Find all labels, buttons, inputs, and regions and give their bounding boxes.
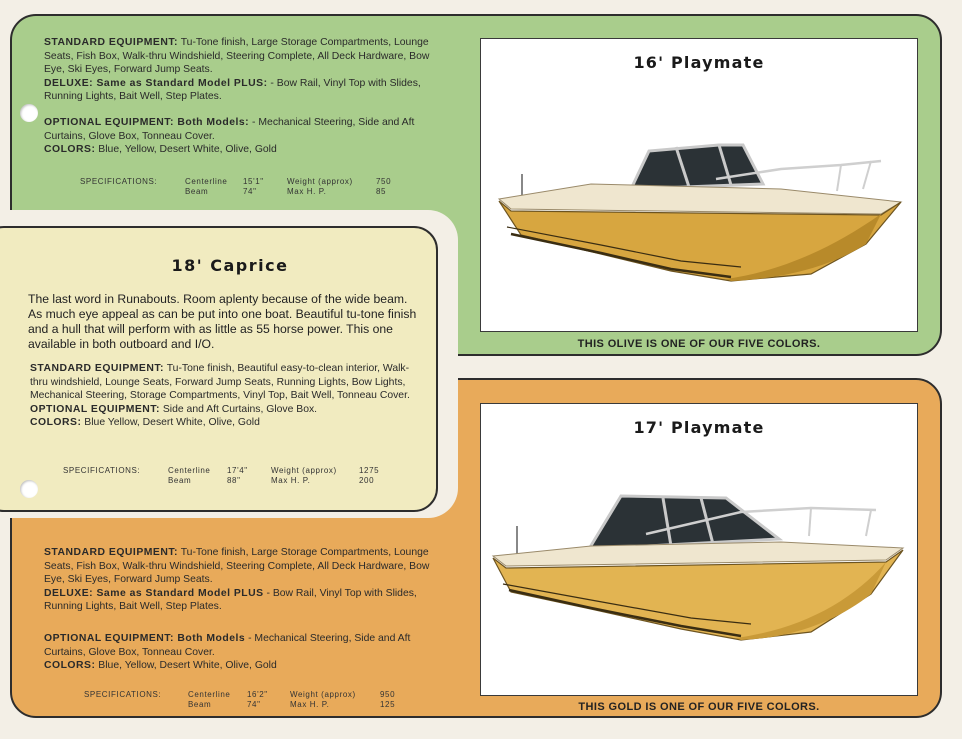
optional-label: OPTIONAL EQUIPMENT: Both Models: xyxy=(44,117,250,128)
deluxe-label: DELUXE: Same as Standard Model PLUS xyxy=(44,587,264,599)
spec-value: 74" xyxy=(243,187,257,196)
colors-label: COLORS: xyxy=(30,417,82,429)
standard-label: STANDARD EQUIPMENT: xyxy=(44,37,178,48)
playmate17-photo: 17' Playmate xyxy=(480,403,918,696)
caprice-title: 18' Caprice xyxy=(171,256,289,275)
spec-name: Centerline xyxy=(188,690,231,699)
model-title: 17' Playmate xyxy=(633,418,765,437)
optional-label: OPTIONAL EQUIPMENT: xyxy=(30,403,160,415)
standard-text: Tu-Tone finish, Large Storage Compartmen… xyxy=(44,37,430,76)
spec-value: 16'2" xyxy=(247,690,268,699)
spec-value: 1275 xyxy=(359,466,380,475)
olive-caption: THIS OLIVE IS ONE OF OUR FIVE COLORS. xyxy=(577,338,821,350)
spec-value: 200 xyxy=(359,476,375,485)
colors-label: COLORS: xyxy=(44,660,96,672)
spec-value: 85 xyxy=(376,187,387,196)
specs-label: SPECIFICATIONS: xyxy=(80,177,158,186)
spec-name: Max H. P. xyxy=(287,187,327,196)
spec-value: 750 xyxy=(376,177,392,186)
spec-value: 74" xyxy=(247,700,261,709)
spec-name: Beam xyxy=(168,476,192,485)
caprice-specs: SPECIFICATIONS: Centerline Beam 17'4" 88… xyxy=(63,466,413,488)
deluxe-text: - Bow Rail, Vinyl Top with Slides, Runni… xyxy=(44,77,421,103)
specs-label: SPECIFICATIONS: xyxy=(84,690,162,699)
playmate17-optional: OPTIONAL EQUIPMENT: Both Models - Mechan… xyxy=(44,632,439,673)
spec-name: Max H. P. xyxy=(271,476,311,485)
standard-label: STANDARD EQUIPMENT: xyxy=(30,363,164,374)
playmate17-equipment: STANDARD EQUIPMENT: Tu-Tone finish, Larg… xyxy=(44,546,439,614)
binder-hole-top xyxy=(20,104,38,122)
standard-label: STANDARD EQUIPMENT: xyxy=(44,547,178,558)
spec-name: Max H. P. xyxy=(290,700,330,709)
playmate16-photo: 16' Playmate xyxy=(480,38,918,332)
playmate16-specs: SPECIFICATIONS: Centerline Beam 15'1" 74… xyxy=(80,177,430,199)
spec-name: Beam xyxy=(188,700,212,709)
spec-value: 125 xyxy=(380,700,396,709)
spec-name: Beam xyxy=(185,187,209,196)
playmate16-optional: OPTIONAL EQUIPMENT: Both Models: - Mecha… xyxy=(44,116,439,157)
deluxe-label: DELUXE: Same as Standard Model PLUS: xyxy=(44,77,268,89)
spec-name: Weight (approx) xyxy=(287,177,353,186)
playmate16-equipment: STANDARD EQUIPMENT: Tu-Tone finish, Larg… xyxy=(44,36,439,104)
spec-name: Weight (approx) xyxy=(290,690,356,699)
deluxe-text: - Bow Rail, Vinyl Top with Slides, Runni… xyxy=(44,587,417,613)
spec-value: 17'4" xyxy=(227,466,248,475)
standard-text: Tu-Tone finish, Large Storage Compartmen… xyxy=(44,547,430,586)
olive-boat-illustration xyxy=(497,143,903,282)
spec-name: Centerline xyxy=(168,466,211,475)
model-title: 16' Playmate xyxy=(633,53,765,72)
caprice-intro: The last word in Runabouts. Room aplenty… xyxy=(28,292,417,351)
optional-text: - Mechanical Steering, Side and Aft Curt… xyxy=(44,633,411,658)
caprice-equipment: STANDARD EQUIPMENT: Tu-Tone finish, Beau… xyxy=(30,362,425,430)
colors-text: Blue Yellow, Desert White, Olive, Gold xyxy=(81,417,260,429)
spec-value: 15'1" xyxy=(243,177,264,186)
playmate17-specs: SPECIFICATIONS: Centerline Beam 16'2" 74… xyxy=(84,690,434,712)
spec-name: Weight (approx) xyxy=(271,466,337,475)
optional-label: OPTIONAL EQUIPMENT: Both Models xyxy=(44,633,246,644)
optional-text: - Mechanical Steering, Side and Aft Curt… xyxy=(44,117,415,142)
gold-boat-illustration xyxy=(491,494,905,641)
spec-value: 950 xyxy=(380,690,396,699)
spec-value: 88" xyxy=(227,476,241,485)
binder-hole-bottom xyxy=(20,480,38,498)
gold-caption: THIS GOLD IS ONE OF OUR FIVE COLORS. xyxy=(578,701,820,713)
specs-label: SPECIFICATIONS: xyxy=(63,466,141,475)
caprice-18-panel xyxy=(0,226,438,512)
standard-text: Tu-Tone finish, Beautiful easy-to-clean … xyxy=(30,363,410,402)
spec-name: Centerline xyxy=(185,177,228,186)
colors-text: Blue, Yellow, Desert White, Olive, Gold xyxy=(95,660,277,672)
colors-label: COLORS: xyxy=(44,144,96,156)
colors-text: Blue, Yellow, Desert White, Olive, Gold xyxy=(95,144,277,156)
optional-text: Side and Aft Curtains, Glove Box. xyxy=(159,403,318,415)
